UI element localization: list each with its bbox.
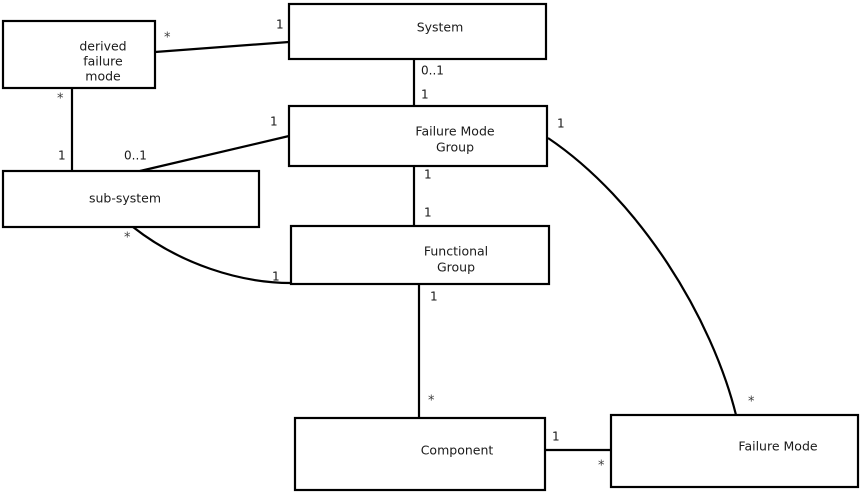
multiplicity-sub-system-derived-failure-mode: 1 <box>58 149 66 163</box>
class-name-derived-failure-mode-line1: derived <box>79 39 126 54</box>
association-sub-system-failure-mode-group <box>139 134 290 173</box>
class-name-failure-mode-group-line1: Failure Mode <box>415 124 494 139</box>
multiplicity-component-functional-group: * <box>428 394 435 409</box>
multiplicity-system-failure-mode-group: 0..1 <box>421 64 444 78</box>
multiplicity-sub-system-functional-group: * <box>124 231 131 246</box>
association-derived-failure-mode-system <box>154 40 290 54</box>
multiplicity-failure-mode-group-failure-mode: 1 <box>557 117 565 131</box>
class-name-derived-failure-mode-line3: mode <box>85 69 121 84</box>
class-box-functional-group-rect[interactable] <box>289 224 551 286</box>
multiplicity-failure-mode-component: * <box>598 459 605 474</box>
association-failure-mode-group-failure-mode <box>547 137 738 416</box>
multiplicity-functional-group-failure-mode-group: 1 <box>424 206 432 220</box>
class-name-failure-mode: Failure Mode <box>738 439 817 454</box>
multiplicity-system-derived-failure-mode: 1 <box>276 18 284 32</box>
multiplicity-component-failure-mode: 1 <box>552 430 560 444</box>
class-name-sub-system: sub-system <box>89 191 161 206</box>
class-box-sub-system-rect[interactable] <box>1 169 261 229</box>
class-name-functional-group-line2: Group <box>437 260 475 275</box>
multiplicity-failure-mode-failure-mode-group: * <box>748 395 755 410</box>
class-box-component[interactable]: Component <box>293 416 547 492</box>
class-name-functional-group-line1: Functional <box>424 244 488 259</box>
multiplicity-functional-group-component: 1 <box>430 290 438 304</box>
class-box-system-rect[interactable] <box>287 2 548 61</box>
class-name-failure-mode-group-line2: Group <box>436 140 474 155</box>
class-name-system: System <box>417 20 464 35</box>
class-box-sub-system[interactable]: sub-system <box>1 169 261 229</box>
multiplicity-derived-failure-mode-sub-system: * <box>57 92 64 107</box>
multiplicity-failure-mode-group-functional-group: 1 <box>424 168 432 182</box>
multiplicity-derived-failure-mode-system: * <box>164 31 171 46</box>
class-box-failure-mode[interactable]: Failure Mode <box>609 413 860 489</box>
multiplicity-functional-group-sub-system: 1 <box>272 270 280 284</box>
class-box-derived-failure-mode-rect[interactable] <box>1 19 157 90</box>
class-box-system[interactable]: System <box>287 2 548 61</box>
multiplicity-failure-mode-group-system: 1 <box>421 88 429 102</box>
association-sub-system-functional-group <box>132 226 292 285</box>
multiplicity-failure-mode-group-sub-system: 1 <box>270 115 278 129</box>
multiplicity-sub-system-failure-mode-group: 0..1 <box>124 149 147 163</box>
class-box-component-rect[interactable] <box>293 416 547 492</box>
class-box-derived-failure-mode[interactable]: derived failure mode <box>1 19 157 90</box>
class-box-failure-mode-group[interactable]: Failure Mode Group <box>287 104 549 168</box>
class-box-failure-mode-rect[interactable] <box>609 413 860 489</box>
class-box-functional-group[interactable]: Functional Group <box>289 224 551 286</box>
class-name-derived-failure-mode-line2: failure <box>83 54 123 69</box>
class-name-component: Component <box>421 443 494 458</box>
class-box-failure-mode-group-rect[interactable] <box>287 104 549 168</box>
